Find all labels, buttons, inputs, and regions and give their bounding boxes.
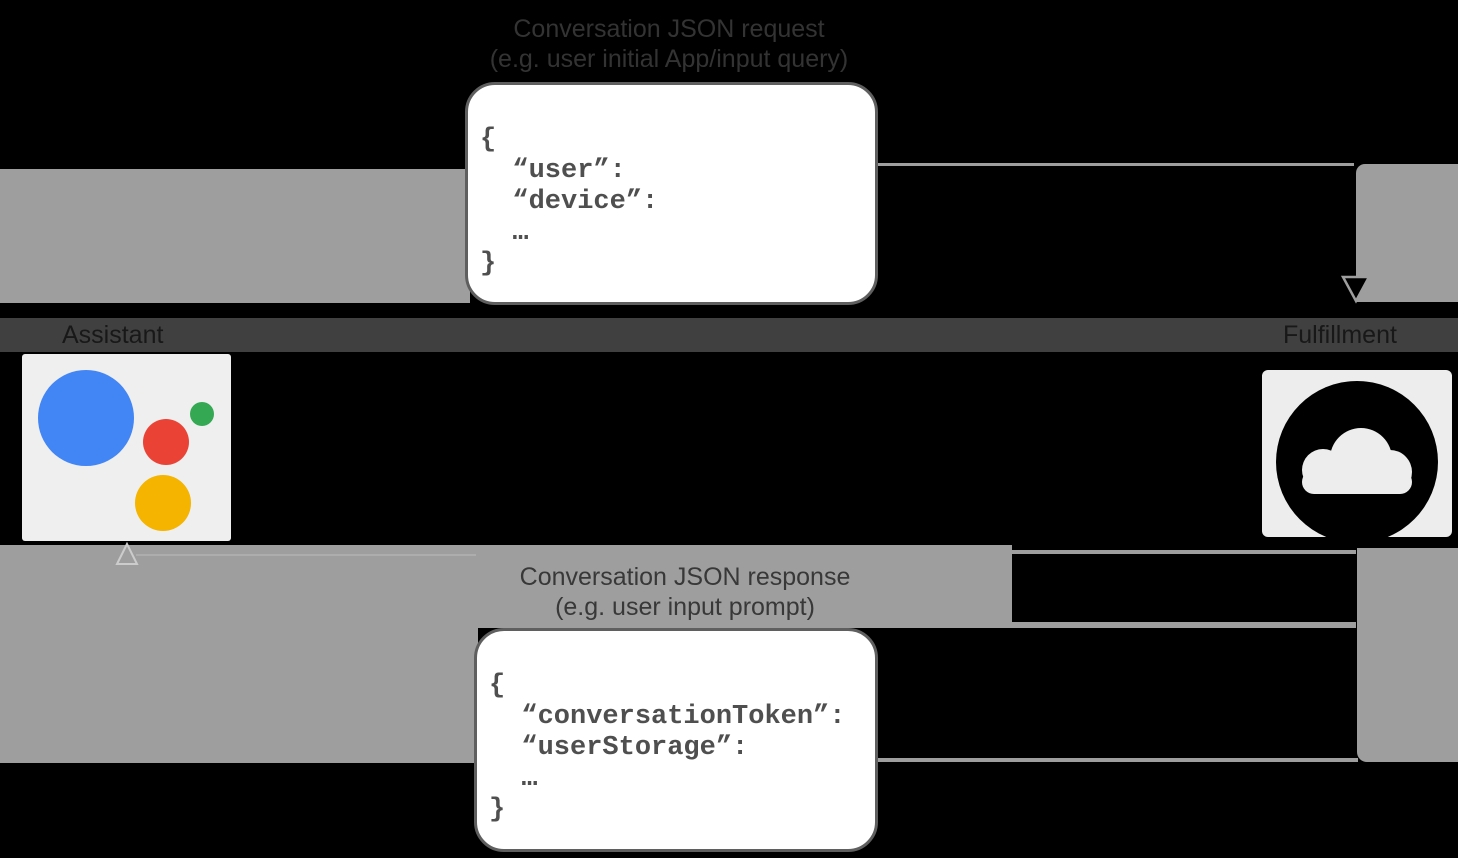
response-arrow-band-right bbox=[1357, 548, 1458, 762]
assistant-red-circle bbox=[143, 419, 189, 465]
request-arrow-band-left bbox=[0, 169, 470, 303]
response-json-box: { “conversationToken”: “userStorage”: … … bbox=[474, 628, 878, 852]
request-json-code: { “user”: “device”: … } bbox=[480, 125, 659, 279]
google-assistant-icon bbox=[22, 354, 231, 541]
node-label-band: Assistant Fulfillment bbox=[0, 318, 1458, 352]
request-arrow-band-right bbox=[1356, 164, 1458, 302]
request-json-box: { “user”: “device”: … } bbox=[465, 82, 878, 305]
response-channel-bottom-line bbox=[1012, 622, 1356, 628]
request-label-line2: (e.g. user initial App/input query) bbox=[489, 45, 849, 73]
fulfillment-label: Fulfillment bbox=[1283, 321, 1397, 349]
request-label-line1: Conversation JSON request bbox=[513, 15, 825, 43]
response-channel-top-line bbox=[1012, 550, 1356, 554]
cloud-glyph bbox=[1302, 428, 1412, 494]
response-label-line1: Conversation JSON response bbox=[519, 563, 851, 591]
assistant-yellow-circle bbox=[135, 475, 191, 531]
response-arrow-band-top bbox=[478, 545, 1012, 628]
assistant-label: Assistant bbox=[62, 321, 164, 349]
response-flow-label: Conversation JSON response (e.g. user in… bbox=[435, 562, 935, 622]
request-arrowhead-down-icon bbox=[1340, 275, 1372, 304]
request-flow-label: Conversation JSON request (e.g. user ini… bbox=[401, 14, 937, 74]
response-arrowhead-up-icon bbox=[115, 541, 139, 565]
cloud-icon bbox=[1262, 370, 1452, 537]
response-json-code: { “conversationToken”: “userStorage”: … … bbox=[489, 671, 846, 825]
response-arrow-band-left bbox=[0, 545, 478, 763]
assistant-blue-circle bbox=[38, 370, 134, 466]
response-label-line2: (e.g. user input prompt) bbox=[555, 593, 815, 621]
response-arrow-inner-line bbox=[136, 554, 476, 556]
assistant-green-circle bbox=[190, 402, 214, 426]
request-arrow-line bbox=[876, 163, 1354, 166]
